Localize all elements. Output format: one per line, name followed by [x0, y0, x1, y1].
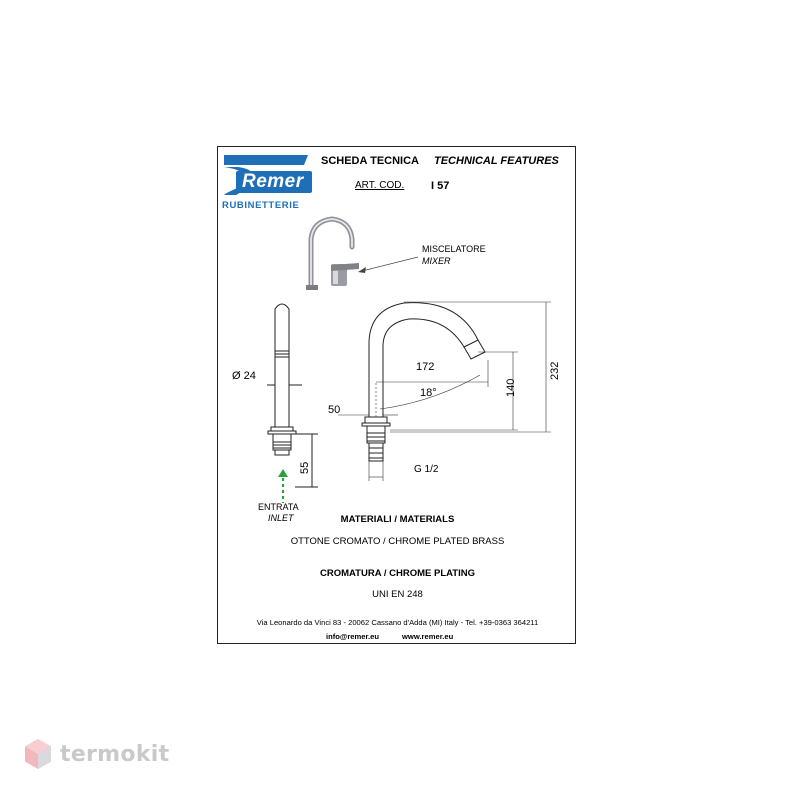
footer-website[interactable]: www.remer.eu — [402, 632, 454, 641]
footer-address: Via Leonardo da Vinci 83 - 20062 Cassano… — [256, 618, 539, 627]
dim-total-height: 232 — [549, 361, 561, 380]
watermark-text: termokit — [60, 741, 170, 767]
dim-reach: 172 — [416, 361, 435, 373]
title-italian: SCHEDA TECNICA — [321, 155, 419, 167]
inlet-label-italian: ENTRATA — [258, 502, 299, 512]
materials-value: OTTONE CROMATO / CHROME PLATED BRASS — [290, 536, 505, 547]
technical-sheet: Remer RUBINETTERIE SCHEDA TECNICA TECHNI… — [217, 146, 576, 644]
inlet-label-english: INLET — [268, 513, 294, 523]
art-code-label: ART. COD. — [355, 180, 405, 191]
dim-shank: 55 — [299, 461, 311, 474]
plating-value: UNI EN 248 — [372, 589, 423, 600]
logo-graphic — [224, 155, 312, 195]
dim-base-offset: 50 — [328, 404, 341, 416]
inlet-arrowhead — [278, 469, 288, 477]
dimension-lines — [338, 301, 551, 481]
mixer-label-italian: MISCELATORE — [422, 244, 486, 254]
brand-word: Remer — [242, 171, 304, 192]
brand-subtitle: RUBINETTERIE — [222, 200, 300, 211]
art-code-value: I 57 — [431, 180, 450, 192]
materials-title: MATERIALI / MATERIALS — [340, 514, 455, 525]
termokit-logo-icon — [25, 739, 51, 769]
dim-diameter: Ø 24 — [232, 370, 256, 382]
dim-thread: G 1/2 — [414, 464, 439, 475]
side-view — [267, 303, 318, 488]
mixer-illustration — [306, 216, 359, 290]
callout-leader — [361, 256, 419, 272]
title-english: TECHNICAL FEATURES — [434, 155, 559, 167]
footer-email[interactable]: info@remer.eu — [326, 632, 379, 641]
front-view — [361, 302, 486, 462]
callout-arrowhead — [358, 267, 366, 273]
plating-title: CROMATURA / CHROME PLATING — [320, 568, 475, 579]
dim-spout-height: 140 — [505, 378, 517, 397]
mixer-label-english: MIXER — [422, 256, 451, 266]
termokit-watermark: termokit — [24, 738, 169, 770]
dim-angle: 18° — [420, 387, 437, 399]
